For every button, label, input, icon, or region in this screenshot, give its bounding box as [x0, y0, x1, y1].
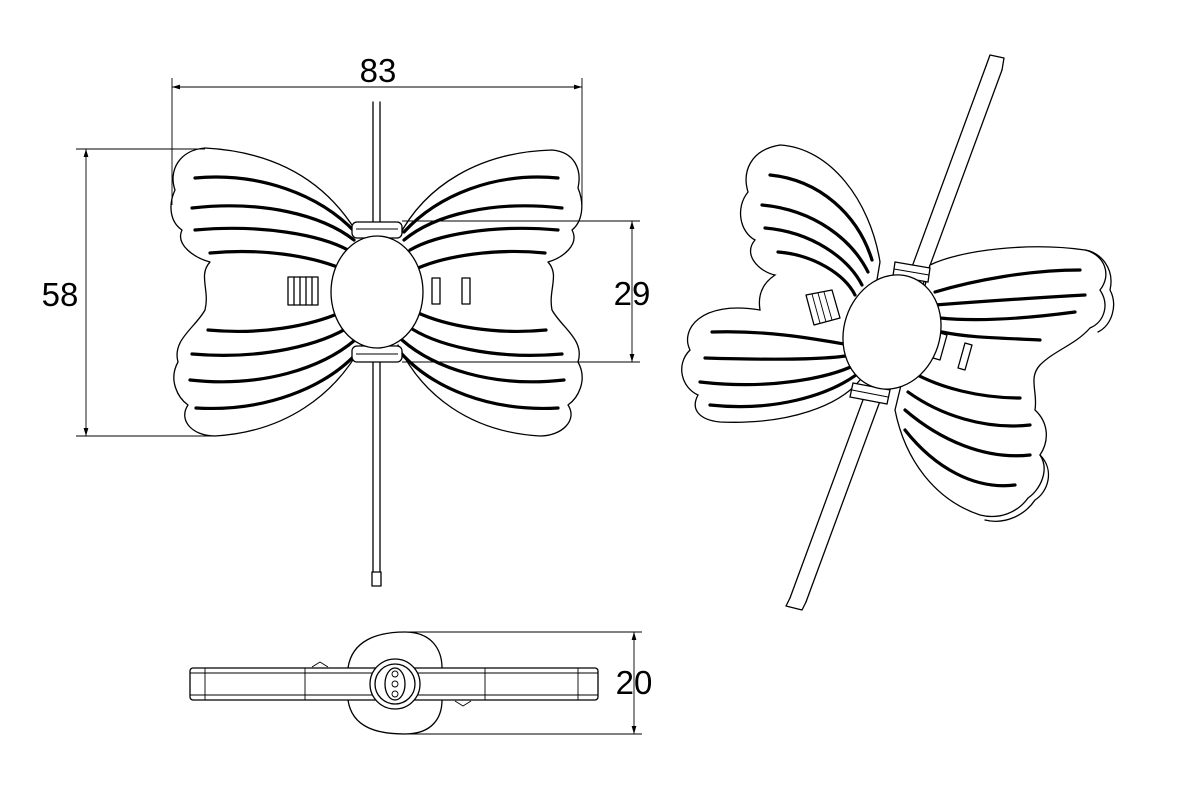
iso-left-wing [681, 144, 881, 423]
left-wing-ribs [188, 175, 360, 411]
dimension-thickness-label: 20 [616, 664, 653, 701]
wire-top [372, 101, 381, 226]
right-slots [431, 277, 471, 305]
center-body [330, 221, 424, 363]
right-wing-ribs [398, 175, 566, 411]
dimension-center-height-label: 29 [614, 275, 651, 312]
dimension-center-height: 29 [402, 220, 651, 363]
isometric-view [681, 54, 1115, 611]
left-clip [287, 276, 319, 306]
dimension-thickness: 20 [405, 631, 653, 735]
dimension-width: 83 [171, 52, 583, 205]
iso-left-clip [805, 289, 841, 326]
dimension-height-label: 58 [42, 276, 79, 313]
iso-right-wing [894, 246, 1115, 522]
front-view [170, 101, 583, 587]
wire-bottom [371, 359, 382, 587]
dimension-width-label: 83 [360, 52, 397, 89]
iso-center-body [842, 261, 942, 405]
side-view [189, 631, 599, 735]
right-wing-outline [397, 149, 583, 437]
dimension-height: 58 [42, 148, 215, 437]
